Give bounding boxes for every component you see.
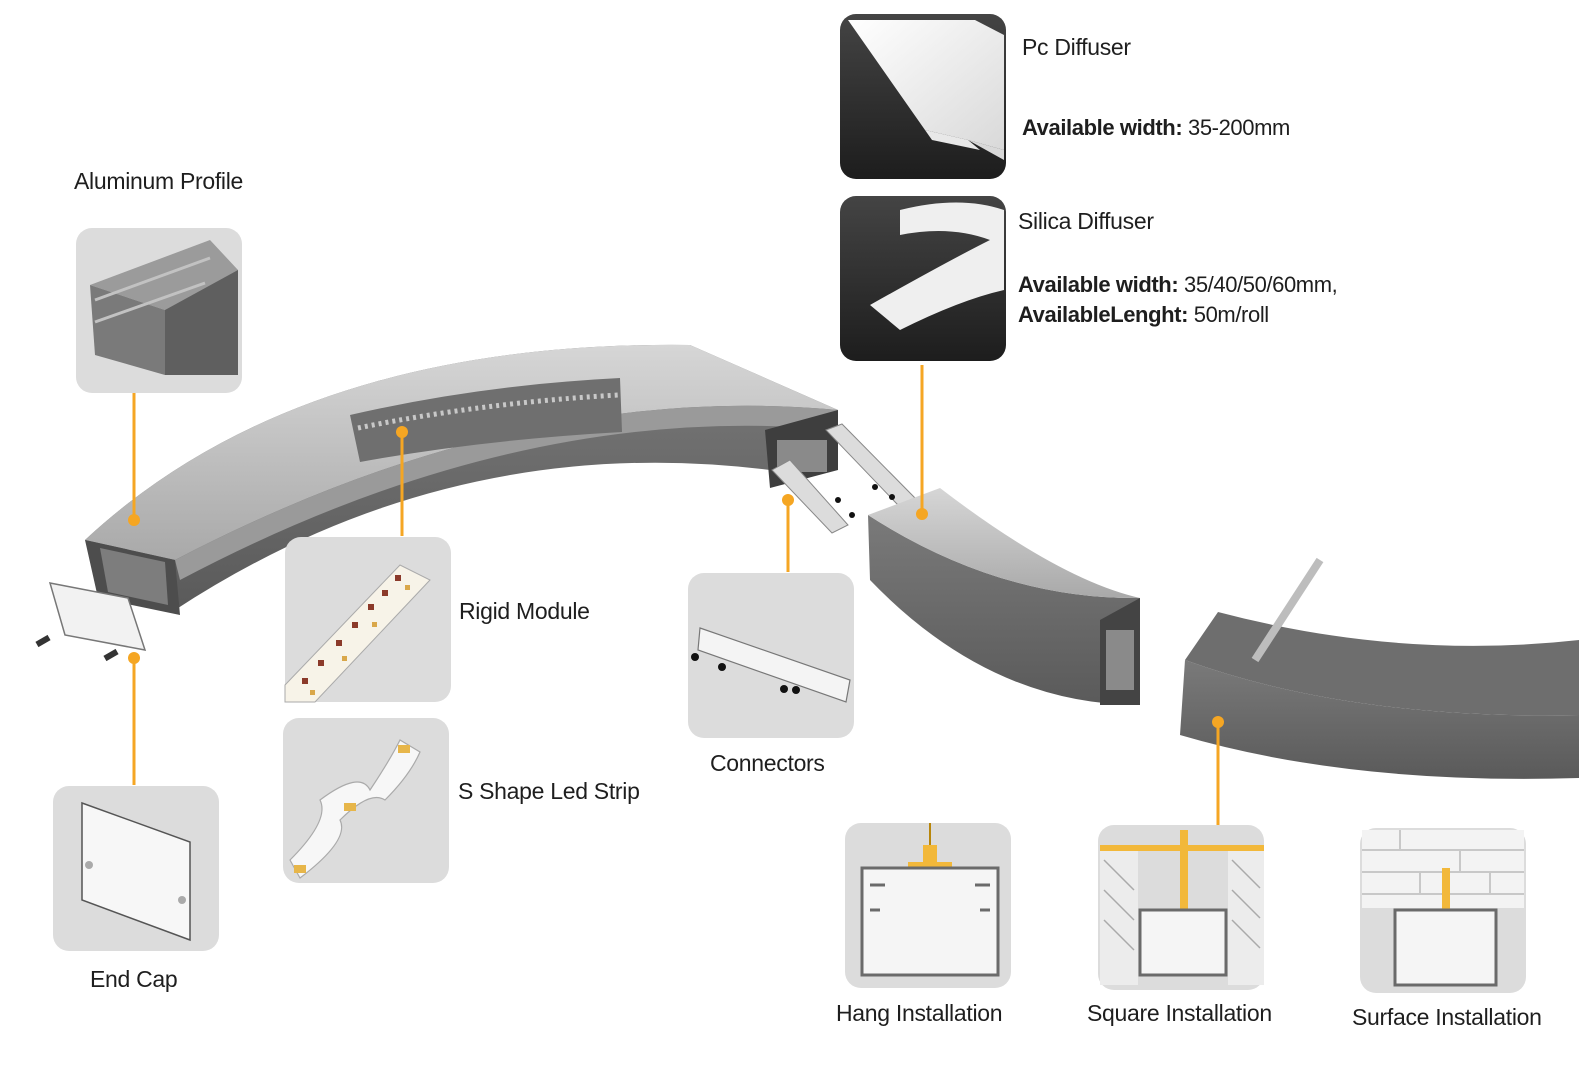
end-cap-label: End Cap: [90, 966, 178, 992]
callout-lines: [128, 365, 1224, 826]
hang-installation-card: [845, 823, 1011, 988]
connectors-card: [688, 573, 854, 738]
s-shape-card: [283, 718, 449, 883]
silica-diffuser-width: Available width: 35/40/50/60mm,: [1018, 272, 1338, 298]
silica-diffuser-title: Silica Diffuser: [1018, 208, 1154, 234]
s-shape-label: S Shape Led Strip: [458, 778, 640, 804]
surface-installation-label: Surface Installation: [1352, 1004, 1542, 1030]
aluminum-profile-card: [76, 228, 242, 393]
pc-diffuser-title: Pc Diffuser: [1022, 34, 1131, 60]
surface-installation-card: [1360, 828, 1526, 993]
silica-diffuser-length-value: 50m/roll: [1193, 302, 1269, 327]
pc-diffuser-width-label: Available width:: [1022, 115, 1183, 140]
aluminum-profile-label: Aluminum Profile: [74, 168, 244, 194]
connectors-label: Connectors: [710, 750, 825, 776]
curved-profile-left: [85, 344, 838, 615]
curved-profile-middle: [868, 488, 1140, 705]
end-cap-plate: [35, 582, 147, 662]
square-installation-label: Square Installation: [1087, 1000, 1272, 1026]
rigid-module-label: Rigid Module: [459, 598, 590, 624]
end-cap-card: [53, 786, 219, 951]
connector-plates: [771, 423, 916, 534]
curved-profile-right: [1180, 557, 1579, 779]
pc-diffuser-card: [840, 14, 1006, 179]
silica-diffuser-length-label: AvailableLenght:: [1018, 302, 1189, 327]
rigid-module-card: [284, 537, 451, 703]
silica-diffuser-card: [840, 196, 1006, 361]
silica-diffuser-length: AvailableLenght: 50m/roll: [1018, 302, 1269, 328]
silica-diffuser-width-value: 35/40/50/60mm,: [1183, 272, 1338, 297]
square-installation-card: [1098, 825, 1264, 990]
pc-diffuser-width: Available width: 35-200mm: [1022, 115, 1290, 141]
silica-diffuser-width-label: Available width:: [1018, 272, 1179, 297]
hang-installation-label: Hang Installation: [836, 1000, 1003, 1026]
pc-diffuser-width-value: 35-200mm: [1187, 115, 1290, 140]
